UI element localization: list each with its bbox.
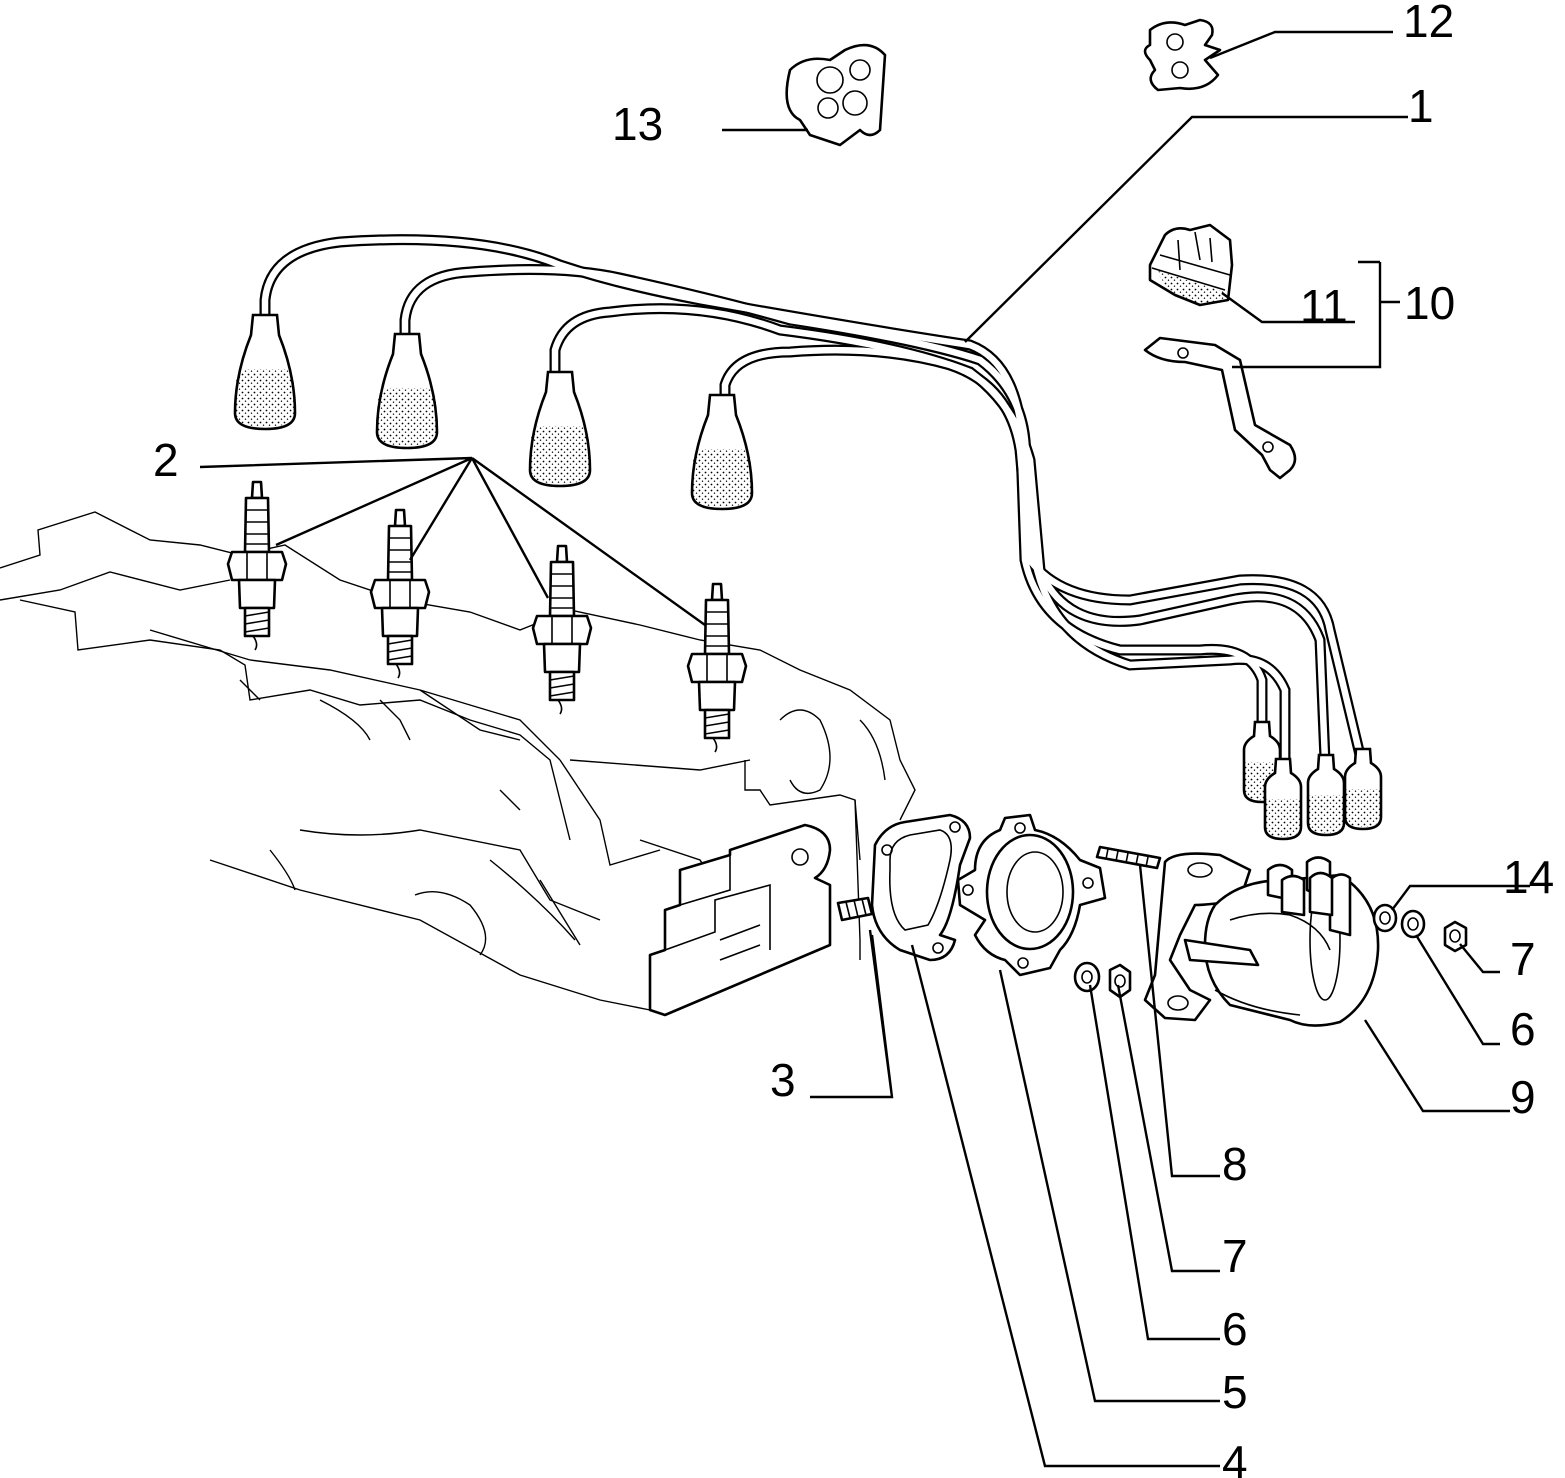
callout-6-upper: 6 <box>1510 1003 1536 1055</box>
engine-mounting-pad <box>648 799 861 1017</box>
callout-1: 1 <box>1408 80 1434 132</box>
plug-boot-1 <box>233 313 297 431</box>
callout-10: 10 <box>1404 277 1455 329</box>
callout-labels: 1 2 3 4 5 6 6 7 7 8 9 10 11 12 13 14 <box>153 0 1554 1478</box>
dist-boot-4 <box>1343 747 1383 831</box>
callout-5: 5 <box>1222 1366 1248 1418</box>
spark-plug-2 <box>369 508 431 680</box>
spark-plug-3 <box>531 544 593 716</box>
spark-plug-4 <box>686 582 748 754</box>
stud-3 <box>836 896 874 922</box>
callout-4: 4 <box>1222 1436 1248 1478</box>
ignition-wire-harness <box>233 234 1383 841</box>
washer-nut-left <box>1073 961 1132 999</box>
callout-6-lower: 6 <box>1222 1303 1248 1355</box>
callout-7-upper: 7 <box>1510 933 1536 985</box>
callout-8: 8 <box>1222 1138 1248 1190</box>
callout-3: 3 <box>770 1054 796 1106</box>
leader-lines <box>199 30 1530 1468</box>
callout-11: 11 <box>1300 280 1348 332</box>
gasket-4 <box>870 813 972 962</box>
stud-8 <box>1095 845 1162 870</box>
flange-5 <box>956 813 1107 977</box>
plug-boot-2 <box>375 332 439 450</box>
callout-12: 12 <box>1403 0 1454 47</box>
spark-plugs <box>226 480 748 754</box>
plug-boot-3 <box>528 370 592 488</box>
dist-boot-3 <box>1306 753 1346 837</box>
wire-holder-11 <box>1148 223 1234 307</box>
spark-plug-1 <box>226 480 288 652</box>
washer-nut-right <box>1372 903 1468 953</box>
distributor-9 <box>1143 852 1380 1027</box>
engine-block-outline <box>0 511 916 1011</box>
callout-14: 14 <box>1503 851 1554 903</box>
callout-9: 9 <box>1510 1071 1536 1123</box>
plug-boot-4 <box>690 393 754 511</box>
wire-clip-13 <box>785 43 887 147</box>
wire-clip-12 <box>1143 18 1222 92</box>
callout-7-lower: 7 <box>1222 1230 1248 1282</box>
mounting-bracket-10 <box>1143 336 1297 480</box>
callout-2: 2 <box>153 434 179 486</box>
spark-plug-boots <box>233 313 754 511</box>
callout-13: 13 <box>612 98 663 150</box>
